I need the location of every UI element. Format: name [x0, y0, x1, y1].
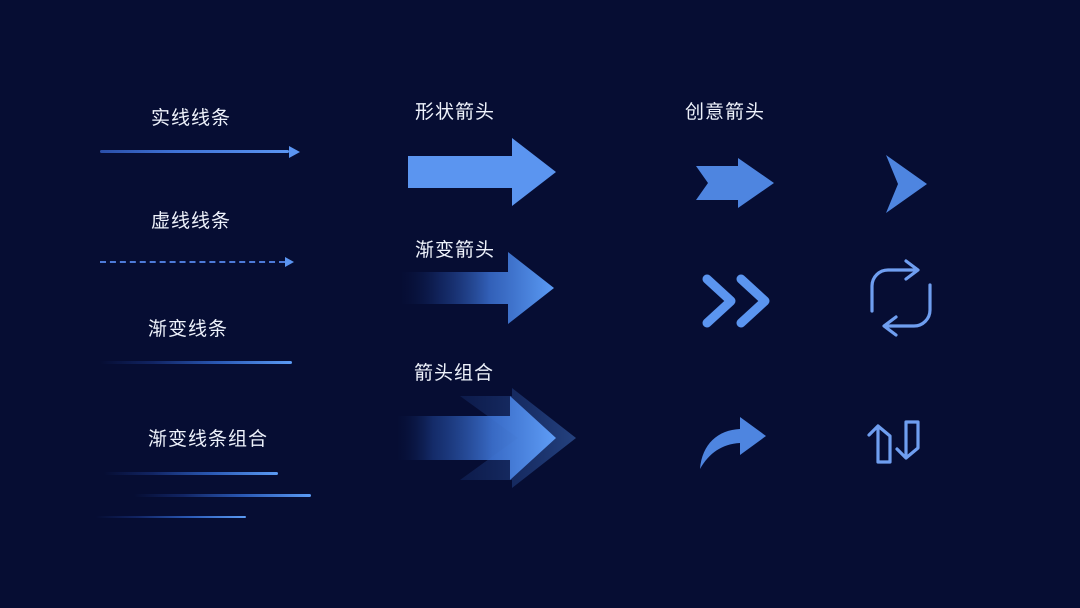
arrow-down-outline [895, 420, 920, 460]
gradient-line-stroke-2 [134, 494, 311, 497]
label-gradient-line-group: 渐变线条组合 [148, 429, 269, 450]
label-dashed-line: 虚线线条 [151, 211, 232, 232]
dart-arrow-icon [885, 155, 927, 213]
gradient-arrow-art [402, 252, 554, 324]
ribbon-arrow-shape [696, 158, 774, 208]
dart-arrow-shape [886, 155, 927, 213]
curved-redo-arrow-shape [700, 417, 766, 469]
label-gradient-arrow: 渐变箭头 [415, 240, 496, 261]
up-down-arrows-icon [866, 412, 932, 472]
gradient-line-stroke-1 [104, 472, 278, 475]
label-creative-arrow: 创意箭头 [685, 102, 766, 123]
loop-arrow-bottom-head [882, 315, 898, 337]
gradient-line-stroke [100, 361, 292, 364]
loop-arrow-top-path [870, 268, 918, 313]
gradient-line-stroke-3 [96, 516, 246, 518]
arrow-up-outline [867, 424, 892, 464]
dashed-line-stroke [100, 261, 285, 263]
loop-cycle-arrow-icon [868, 259, 934, 337]
shape-arrow-art [408, 138, 556, 206]
dashed-line-arrowhead [285, 257, 294, 267]
ribbon-arrow-icon [696, 158, 774, 208]
solid-line-stroke [100, 150, 289, 153]
chevron-right-1 [702, 274, 736, 328]
arrow-combo-art [398, 388, 576, 488]
label-arrow-combo: 箭头组合 [414, 363, 495, 384]
loop-arrow-top-head [904, 259, 920, 281]
chevron-right-2 [736, 274, 770, 328]
curved-redo-arrow-icon [698, 417, 766, 469]
label-gradient-line: 渐变线条 [148, 319, 229, 340]
double-chevron-right-icon [700, 272, 772, 330]
solid-line-arrowhead [289, 145, 300, 158]
label-solid-line: 实线线条 [151, 108, 232, 129]
combo-arrow-main-shape [398, 396, 556, 480]
loop-arrow-bottom-path [884, 283, 932, 328]
gradient-block-arrow-shape [402, 252, 554, 324]
solid-block-arrow-shape [408, 138, 556, 206]
label-shape-arrow: 形状箭头 [415, 102, 496, 123]
